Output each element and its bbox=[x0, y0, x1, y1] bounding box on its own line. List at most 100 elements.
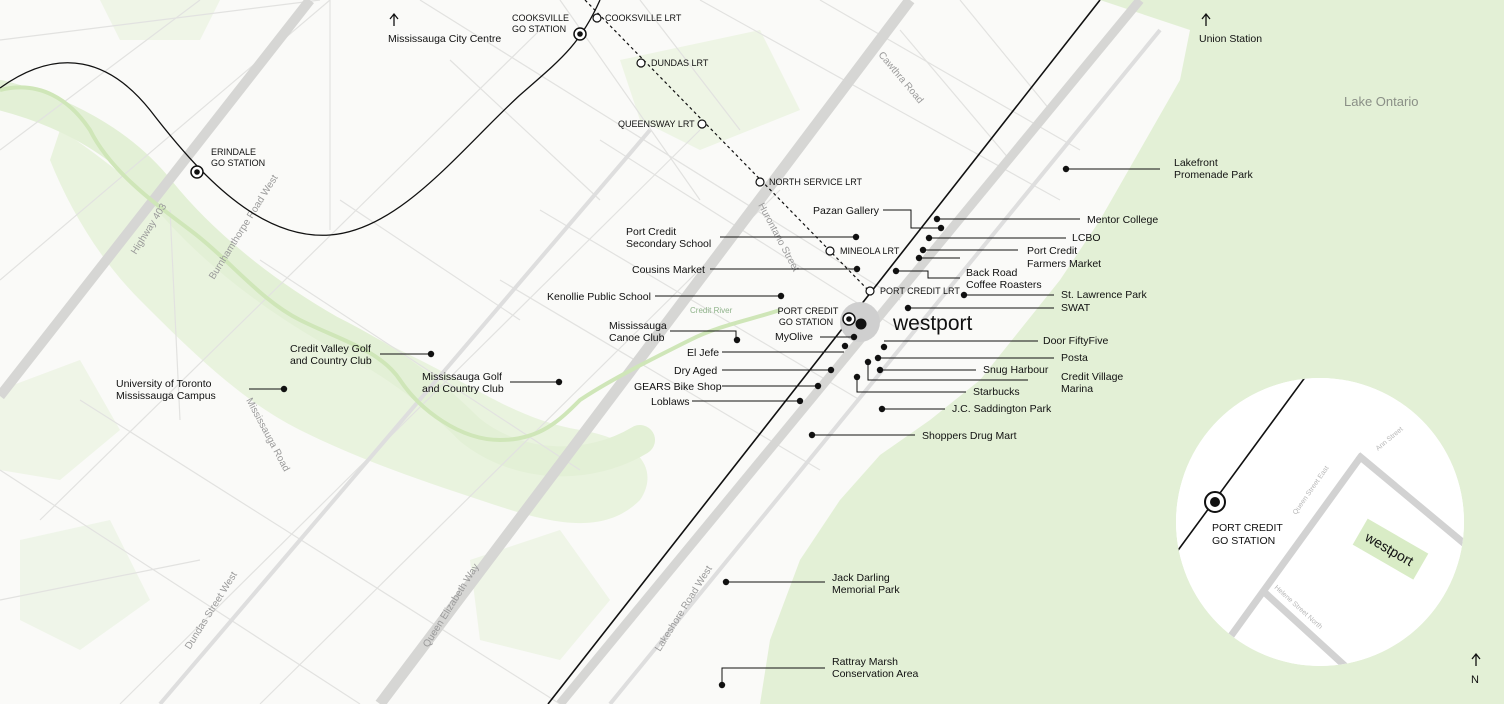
port-credit-lrt-label: PORT CREDIT LRT bbox=[880, 286, 960, 296]
poi-label: SWAT bbox=[1061, 302, 1091, 314]
mineola-lrt-icon[interactable] bbox=[825, 246, 835, 256]
inset-rail-line bbox=[1176, 378, 1307, 554]
poi-mentor-college-dot[interactable] bbox=[933, 215, 941, 223]
poi-el-jefe-dot[interactable] bbox=[841, 342, 849, 350]
lrt-stations bbox=[592, 13, 875, 296]
street-credit-river: Credit River bbox=[690, 306, 733, 315]
poi-pazan-gallery-dot[interactable] bbox=[937, 224, 945, 232]
queen-elizabeth-way-road bbox=[375, 0, 915, 704]
westport-marker-icon[interactable] bbox=[855, 318, 867, 330]
poi-label: Posta bbox=[1061, 352, 1088, 364]
poi-label: GEARS Bike Shop bbox=[634, 381, 722, 393]
poi-canoe-club-dot[interactable] bbox=[733, 336, 741, 344]
poi-dots-right bbox=[718, 165, 1070, 689]
minor-streets bbox=[0, 0, 1081, 704]
poi-utm-dot[interactable] bbox=[280, 385, 288, 393]
north-arrow: N bbox=[1471, 652, 1481, 686]
lakeshore-road bbox=[608, 28, 1162, 704]
cooksville-lrt-icon[interactable] bbox=[592, 13, 602, 23]
arrow-up-icon bbox=[1201, 12, 1211, 26]
inset-ann-street bbox=[1355, 452, 1464, 548]
direction-label: Union Station bbox=[1199, 33, 1262, 45]
dundas-lrt-label: DUNDAS LRT bbox=[651, 58, 709, 68]
westport-label[interactable]: westport bbox=[892, 312, 973, 335]
direction-label: Mississauga City Centre bbox=[388, 33, 501, 45]
credit-river bbox=[0, 85, 781, 443]
dundas-road bbox=[158, 128, 652, 704]
poi-rattray-dot[interactable] bbox=[718, 681, 726, 689]
north-service-lrt-icon[interactable] bbox=[755, 177, 765, 187]
poi-label: MyOlive bbox=[775, 331, 813, 343]
poi-gears-dot[interactable] bbox=[814, 382, 822, 390]
poi-farmers-market-dot[interactable] bbox=[919, 246, 927, 254]
poi-label: Kenollie Public School bbox=[547, 291, 651, 303]
poi-label: Pazan Gallery bbox=[813, 205, 880, 217]
north-label: N bbox=[1471, 674, 1479, 686]
street-dundas: Dundas Street West bbox=[183, 570, 240, 652]
poi-shoppers-dot[interactable] bbox=[808, 431, 816, 439]
port-credit-lrt-icon[interactable] bbox=[865, 286, 875, 296]
poi-back-road-dot[interactable] bbox=[892, 267, 900, 275]
poi-credit-valley-golf-dot[interactable] bbox=[427, 350, 435, 358]
poi-mississauga-golf-dot[interactable] bbox=[555, 378, 563, 386]
poi-label: Door FiftyFive bbox=[1043, 335, 1109, 347]
north-park bbox=[620, 30, 800, 150]
queensway-lrt-icon[interactable] bbox=[697, 119, 707, 129]
cooksville-lrt-label: COOKSVILLE LRT bbox=[605, 13, 682, 23]
major-roads bbox=[0, 0, 1162, 704]
lrt-line bbox=[584, 0, 871, 293]
poi-label: J.C. Saddington Park bbox=[952, 403, 1052, 415]
poi-marina-dot[interactable] bbox=[864, 358, 872, 366]
poi-label: Loblaws bbox=[651, 396, 690, 408]
poi-loblaws-dot[interactable] bbox=[796, 397, 804, 405]
poi-starbucks-dot[interactable] bbox=[853, 373, 861, 381]
direction-union-station: Union Station bbox=[1199, 12, 1262, 45]
poi-label: Snug Harbour bbox=[983, 364, 1049, 376]
hurontario-road bbox=[556, 0, 1144, 704]
inset-helene-street bbox=[1259, 587, 1348, 666]
poi-farmers-market-dot-2[interactable] bbox=[915, 254, 923, 262]
poi-label: Cousins Market bbox=[632, 264, 705, 276]
poi-label: Starbucks bbox=[973, 386, 1020, 398]
poi-cousins-market-dot[interactable] bbox=[853, 265, 861, 273]
queensway-lrt-label: QUEENSWAY LRT bbox=[618, 119, 695, 129]
poi-label: St. Lawrence Park bbox=[1061, 289, 1148, 301]
dundas-lrt-icon[interactable] bbox=[636, 58, 646, 68]
highway-403-road bbox=[0, 0, 314, 400]
poi-saddington-dot[interactable] bbox=[878, 405, 886, 413]
erindale-go-station-icon[interactable] bbox=[190, 165, 204, 179]
poi-door-fiftyfive-dot[interactable] bbox=[880, 343, 888, 351]
poi-lcbo-dot[interactable] bbox=[925, 234, 933, 242]
cooksville-go-station-icon[interactable] bbox=[573, 27, 587, 41]
poi-lakefront-dot[interactable] bbox=[1062, 165, 1070, 173]
port-credit-go-station-icon[interactable] bbox=[842, 312, 856, 326]
poi-myolive-dot[interactable] bbox=[850, 333, 858, 341]
poi-swat-dot[interactable] bbox=[904, 304, 912, 312]
inset-map[interactable]: westport Ann Street Queen Street East He… bbox=[1176, 376, 1466, 668]
street-hurontario: Hurontario Street bbox=[755, 201, 801, 274]
poi-posta-dot[interactable] bbox=[874, 354, 882, 362]
street-cawthra: Cawthra Road bbox=[876, 50, 926, 106]
poi-label: Shoppers Drug Mart bbox=[922, 430, 1017, 442]
north-service-lrt-label: NORTH SERVICE LRT bbox=[769, 177, 863, 187]
poi-dry-aged-dot[interactable] bbox=[827, 366, 835, 374]
poi-snug-harbour-dot[interactable] bbox=[876, 366, 884, 374]
poi-port-credit-secondary-dot[interactable] bbox=[852, 233, 860, 241]
arrow-up-icon bbox=[1471, 652, 1481, 666]
poi-st-lawrence-dot[interactable] bbox=[960, 291, 968, 299]
poi-kenollie-dot[interactable] bbox=[777, 292, 785, 300]
poi-jack-darling-dot[interactable] bbox=[722, 578, 730, 586]
